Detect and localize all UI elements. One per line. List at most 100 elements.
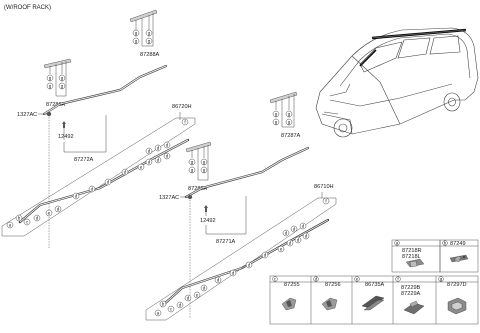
callout-a: a xyxy=(154,309,162,317)
svg-text:d: d xyxy=(297,238,300,243)
svg-text:g: g xyxy=(203,160,206,165)
callout-d: d xyxy=(145,158,153,166)
label-12492-lower: 12492 xyxy=(200,218,216,224)
label-87287A: 87287A xyxy=(281,133,301,139)
label-87271A: 87271A xyxy=(216,239,236,245)
svg-text:d: d xyxy=(305,234,308,239)
clip-87287A xyxy=(269,91,298,104)
callout-g: g xyxy=(188,166,196,174)
nut-12492-lower xyxy=(204,205,208,212)
bolt-1327AC-lower xyxy=(187,194,193,200)
svg-text:g: g xyxy=(288,120,291,125)
legend-part-87255: 87255 xyxy=(284,282,300,288)
callout-c: c xyxy=(23,218,31,226)
svg-text:d: d xyxy=(217,278,220,283)
clip-87288A xyxy=(129,9,158,23)
svg-text:d: d xyxy=(289,241,292,246)
legend-letter-e: e xyxy=(356,277,359,282)
parts-legend: a b 87218R 87218L 87249 c 87255 d 87256 … xyxy=(269,239,479,325)
callout-c: c xyxy=(167,305,175,313)
callout-e: e xyxy=(193,291,201,299)
callout-d: d xyxy=(299,222,307,230)
svg-text:d: d xyxy=(124,170,127,175)
callout-g: g xyxy=(58,74,66,82)
svg-text:d: d xyxy=(148,160,151,165)
label-87285A: 87285A xyxy=(188,186,208,192)
clip-group-87286A: g g g g 87286A xyxy=(43,58,72,108)
vehicle-illustration xyxy=(315,27,479,138)
svg-text:g: g xyxy=(275,112,278,117)
legend-part-87297D: 87297D xyxy=(447,282,467,288)
callout-d: d xyxy=(154,144,162,152)
legend-part-87256: 87256 xyxy=(325,282,341,288)
callout-a: a xyxy=(6,221,14,229)
svg-text:d: d xyxy=(232,271,235,276)
svg-text:e: e xyxy=(196,293,199,298)
callout-g: g xyxy=(200,158,208,166)
callout-e: e xyxy=(277,245,285,253)
svg-text:d: d xyxy=(293,227,296,232)
label-87288A: 87288A xyxy=(140,52,160,58)
callout-e: e xyxy=(137,163,145,171)
callout-g: g xyxy=(285,110,293,118)
legend-part-86735A: 86735A xyxy=(365,282,385,288)
svg-text:g: g xyxy=(275,120,278,125)
svg-text:e: e xyxy=(280,247,283,252)
legend-letter-c: c xyxy=(274,277,277,282)
callout-g: g xyxy=(46,82,54,90)
callout-g: g xyxy=(272,110,280,118)
legend-row-2 xyxy=(269,275,479,325)
callout-g: g xyxy=(285,118,293,126)
svg-text:d: d xyxy=(302,224,305,229)
svg-text:d: d xyxy=(157,158,160,163)
callout-d: d xyxy=(290,225,298,233)
svg-text:g: g xyxy=(191,160,194,165)
clip-group-87285A: g g g g 87285A xyxy=(185,141,212,192)
svg-text:d: d xyxy=(75,194,78,199)
callout-g: g xyxy=(200,166,208,174)
callout-f: f xyxy=(322,197,330,205)
callout-d: d xyxy=(282,229,290,237)
callout-g: g xyxy=(132,29,140,37)
callout-g: g xyxy=(188,158,196,166)
legend-cell-b xyxy=(439,239,479,273)
svg-text:c: c xyxy=(170,307,173,312)
callout-d: d xyxy=(54,205,62,213)
svg-text:d: d xyxy=(91,187,94,192)
svg-text:g: g xyxy=(191,168,194,173)
callout-d: d xyxy=(163,152,171,160)
legend-part-87218L: 87218L xyxy=(402,254,421,260)
legend-part-87229B: 87229B xyxy=(401,285,421,291)
part-icon-87255 xyxy=(281,297,297,311)
legend-letter-g: g xyxy=(440,277,443,282)
part-icon-87297D xyxy=(447,297,467,315)
svg-text:d: d xyxy=(157,146,160,151)
svg-text:g: g xyxy=(203,168,206,173)
svg-text:e: e xyxy=(140,165,143,170)
callout-d: d xyxy=(214,276,222,284)
svg-text:d: d xyxy=(187,296,190,301)
svg-text:g: g xyxy=(135,39,138,44)
label-12492-upper: 12492 xyxy=(58,134,74,140)
svg-text:g: g xyxy=(49,76,52,81)
clip-group-87287A: g g g g 87287A xyxy=(269,91,301,139)
svg-text:d: d xyxy=(57,207,60,212)
svg-text:d: d xyxy=(107,180,110,185)
svg-text:g: g xyxy=(148,31,151,36)
svg-text:d: d xyxy=(36,216,39,221)
callout-d: d xyxy=(33,214,41,222)
svg-text:d: d xyxy=(166,154,169,159)
callout-d: d xyxy=(154,156,162,164)
part-icon-87256 xyxy=(321,297,338,311)
part-icon-87229 xyxy=(403,300,425,315)
callout-e: e xyxy=(45,209,53,217)
label-87286A: 87286A xyxy=(46,102,66,108)
label-86710H: 86710H xyxy=(314,184,334,190)
svg-text:d: d xyxy=(166,143,169,148)
svg-text:d: d xyxy=(148,149,151,154)
svg-text:c: c xyxy=(26,220,29,225)
assembly-box-86710H xyxy=(145,197,337,321)
legend-letter-a: a xyxy=(396,241,399,246)
